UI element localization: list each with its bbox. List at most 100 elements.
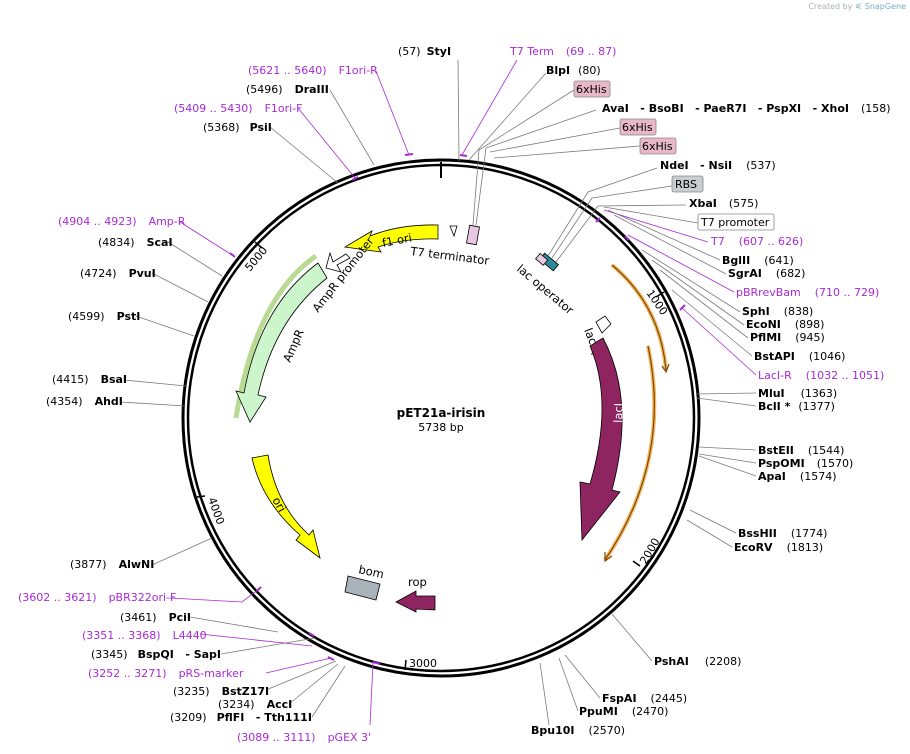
leader-ndeI <box>547 167 658 257</box>
site-prsmarker: (3252 .. 3271)pRS-marker <box>88 667 244 680</box>
leader-t7 <box>603 209 709 243</box>
site-fspAI: FspAI(2445) <box>602 692 687 705</box>
leader-bspQI <box>220 637 316 655</box>
site-pbrrevbam: pBRrevBam(710 .. 729) <box>736 286 879 299</box>
t7promoter-box <box>697 213 775 231</box>
highlight-arc-outer-line <box>611 264 667 371</box>
primer-markers <box>229 153 686 665</box>
leader-bglII <box>607 209 721 261</box>
site-bclI: BclI *(1377) <box>758 400 835 413</box>
leader-l4440 <box>199 633 313 647</box>
site-ppuMI: PpuMI(2470) <box>579 705 668 718</box>
lac-operator-label: lac operator <box>514 262 577 318</box>
t7-terminator-hairpin-icon <box>449 225 458 238</box>
his-label-2: 6xHis <box>622 121 653 134</box>
site-apaI: ApaI(1574) <box>758 470 836 483</box>
leader-pbr322ori <box>169 588 260 603</box>
tick-4000-mark <box>196 495 206 498</box>
leader-apaI <box>698 455 757 477</box>
primer-mark-t7 <box>595 217 601 223</box>
laci-label: lacI <box>611 403 626 423</box>
credit-brand: SnapGene <box>864 2 906 11</box>
primer-mark-f1orif <box>351 176 359 181</box>
leader-bstZ17I <box>265 660 337 691</box>
leader-alwNI <box>151 537 213 566</box>
leader-bsaI <box>123 379 187 387</box>
leader-prsmarker <box>265 657 332 674</box>
site-pvuI: (4724)PvuI <box>80 267 156 280</box>
leader-bstAPI <box>671 289 753 357</box>
site-bpu10I: Bpu10I(2570) <box>531 724 625 737</box>
ori-arrow <box>251 454 321 559</box>
boxed-labels: 6xHis 6xHis 6xHis RBS T7 promoter <box>573 80 775 231</box>
primer-mark-ampr <box>229 252 236 258</box>
ampr-promoter-arrow <box>325 251 351 273</box>
ori-label: ori <box>269 495 289 515</box>
rop-label: rop <box>408 575 427 589</box>
leader-rbs <box>551 185 673 259</box>
site-pstI: (4599)PstI <box>68 310 140 323</box>
leader-his3 <box>493 145 641 159</box>
site-f1oriR: (5621 .. 5640)F1ori-R <box>248 64 378 77</box>
site-alwNI: (3877)AlwNI <box>70 558 154 571</box>
lac-operator-promoter-box <box>535 252 549 266</box>
leader-pspOMI <box>698 453 757 464</box>
tick-1000-mark <box>655 291 665 298</box>
leader-t7term <box>461 59 518 156</box>
plasmid-name: pET21a-irisin <box>397 406 486 420</box>
snapgene-credit: Created by ⚟ SnapGene <box>808 2 906 11</box>
f1-ori-arrow <box>343 224 439 253</box>
leader-xbaI <box>555 204 687 263</box>
his-label-3: 6xHis <box>642 140 673 153</box>
site-pflFI: (3209)PflFI - Tth111I <box>170 711 312 724</box>
primer-mark-pgex3 <box>372 661 381 665</box>
primer-mark-t7term <box>459 154 468 157</box>
site-styI: (57)StyI <box>398 45 451 58</box>
site-draIII: (5496)DraIII <box>246 83 329 96</box>
site-ampR: (4904 .. 4923)Amp-R <box>58 215 186 228</box>
site-l4440: (3351 .. 3368)L4440 <box>82 629 207 642</box>
leader-pflFI <box>311 665 346 718</box>
his-label-1: 6xHis <box>576 83 607 96</box>
highlight-arc-inner-line <box>604 345 655 561</box>
his-box-2 <box>619 118 657 136</box>
leader-blpI <box>468 72 547 161</box>
snapgene-logo-icon: ⚟ <box>855 2 863 11</box>
primer-mark-laciR <box>679 304 686 311</box>
site-bsaI: (4415)BsaI <box>52 373 127 386</box>
highlight-arrowhead-2 <box>604 552 613 563</box>
site-pflMI: PflMI(945) <box>750 331 825 344</box>
ampr-label: AmpR <box>280 327 307 364</box>
leader-ecoRV <box>686 519 733 548</box>
backbone-outer-ring <box>181 158 701 678</box>
leader-ampR <box>179 221 233 256</box>
site-ahdI: (4354)AhdI <box>46 395 123 408</box>
site-pbr322ori: (3602 .. 3621)pBR322ori-F <box>18 591 176 604</box>
laci-promoter-arrow <box>595 315 612 334</box>
leader-fspAI <box>564 654 601 699</box>
site-mcs: AvaI - BsoBI - PaeR7I - PspXI - XhoI(158… <box>602 102 891 115</box>
leader-sgrAI <box>613 214 727 275</box>
primer-mark-l4440 <box>308 632 315 637</box>
leader-ppuMI <box>558 657 579 712</box>
leader-styI <box>457 59 460 162</box>
rop-arrow <box>395 590 436 613</box>
site-bssHII: BssHII(1774) <box>738 527 827 540</box>
leader-pshAI <box>611 613 653 662</box>
site-ecoRV: EcoRV(1813) <box>734 541 823 554</box>
leader-ecoNI <box>651 259 745 326</box>
leader-laciR <box>681 307 757 376</box>
t7promoter-label: T7 promoter <box>700 216 770 229</box>
tick-4000: 4000 <box>205 496 227 527</box>
leader-bssHII <box>689 509 737 534</box>
leader-mluI <box>696 392 757 395</box>
leader-f1oriR <box>375 70 410 156</box>
primer-mark-prsmarker <box>327 656 335 661</box>
leader-bstEII <box>698 446 757 451</box>
rbs-label: RBS <box>675 178 697 191</box>
leader-pgex3 <box>369 662 374 726</box>
leader-ahdI <box>119 401 187 407</box>
bom-label: bom <box>357 562 385 581</box>
